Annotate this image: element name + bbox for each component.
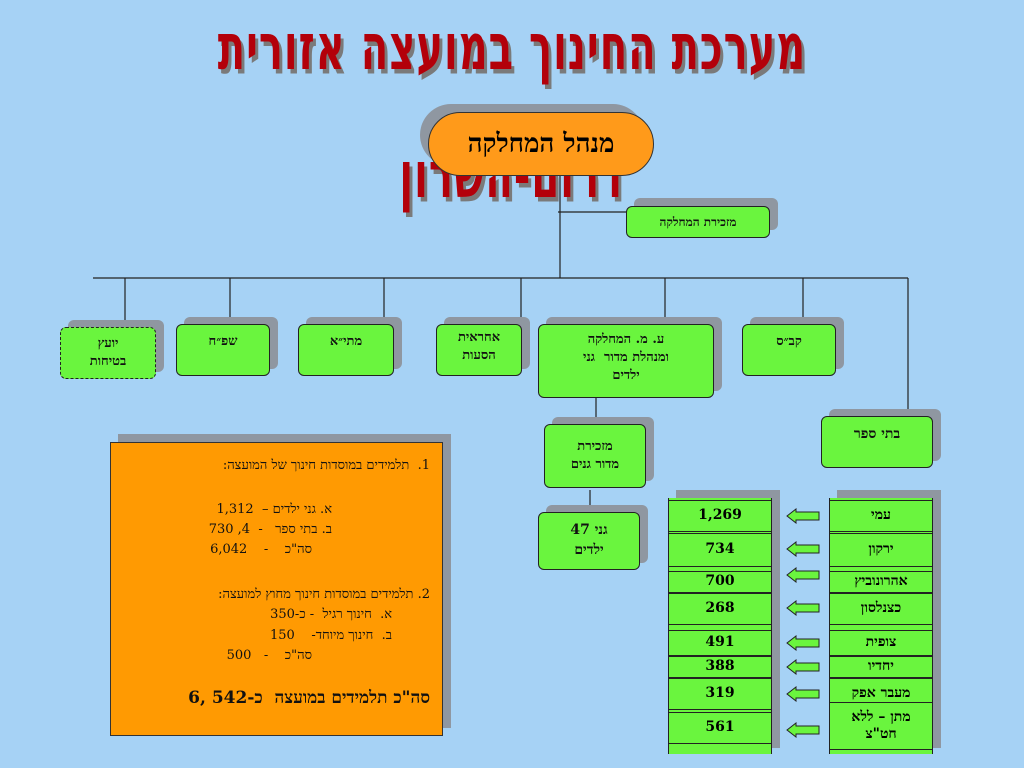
- transport-box: אחראית הסעות: [436, 324, 522, 376]
- summary-line-4: סה"כ - 6,042: [210, 542, 312, 557]
- summary-line-3: ב. בתי ספר - 4, 730: [208, 522, 332, 537]
- summary-line-6: א. חינוך רגיל - כ-350: [270, 607, 392, 622]
- count-cell: 268: [668, 593, 772, 625]
- arrow-left-icon: [786, 508, 820, 524]
- arrow-left-icon: [786, 541, 820, 557]
- school-name-cell: יחדיו: [829, 656, 933, 678]
- deputy-box: ע. מ. המחלקה ומנהלת מדור גני ילדים: [538, 324, 714, 398]
- school-name-cell: עמי: [829, 500, 933, 532]
- schools-box: בתי ספר: [821, 416, 933, 468]
- arrow-left-icon: [786, 659, 820, 675]
- kabas-box: קב״ס: [742, 324, 836, 376]
- count-cell: 734: [668, 533, 772, 567]
- kindergarten-secretary-box: מזכירת מדור גנים: [544, 424, 646, 488]
- count-cell: 1,269: [668, 500, 772, 532]
- summary-line-8: סה"כ - 500: [226, 648, 312, 663]
- arrow-left-icon: [786, 600, 820, 616]
- summary-line-1: 1. תלמידים במוסדות חינוך של המועצה:: [222, 458, 430, 473]
- arrow-left-icon: [786, 722, 820, 738]
- school-name-cell: צופית: [829, 630, 933, 656]
- summary-total: סה"כ תלמידים במועצה כ-542 ,6: [188, 688, 430, 708]
- count-cell: 491: [668, 630, 772, 656]
- safety-advisor-box: יועץ בטיחות: [60, 327, 156, 379]
- mati-box: מתי״א: [298, 324, 394, 376]
- arrow-left-icon: [786, 686, 820, 702]
- count-cell: 561: [668, 712, 772, 744]
- arrow-left-icon: [786, 567, 820, 583]
- count-cell: 388: [668, 656, 772, 678]
- summary-line-5: 2. תלמידים במוסדות חינוך מחוץ למועצה:: [218, 587, 430, 602]
- school-name-cell: אהרונוביץ: [829, 571, 933, 593]
- summary-line-2: א. גני ילדים – 1,312: [216, 502, 332, 517]
- shefach-box: שפ״ח: [176, 324, 270, 376]
- school-name-cell: ירקון: [829, 533, 933, 567]
- summary-line-7: ב. חינוך מיוחד- 150: [270, 628, 392, 643]
- manager-box: מנהל המחלקה: [428, 112, 654, 176]
- kindergartens-box: גני 47 ילדים: [538, 512, 640, 570]
- school-name-cell: מתן – ללא חט"צ: [829, 702, 933, 750]
- school-name-cell: כצנלסון: [829, 593, 933, 625]
- count-cell: 319: [668, 678, 772, 710]
- secretary-box: מזכירת המחלקה: [626, 206, 770, 238]
- summary-panel: 1. תלמידים במוסדות חינוך של המועצה: א. ג…: [110, 442, 443, 736]
- arrow-left-icon: [786, 635, 820, 651]
- page-title: מערכת החינוך במועצה אזורית דרום-השרון: [217, 11, 807, 213]
- count-cell: 700: [668, 571, 772, 593]
